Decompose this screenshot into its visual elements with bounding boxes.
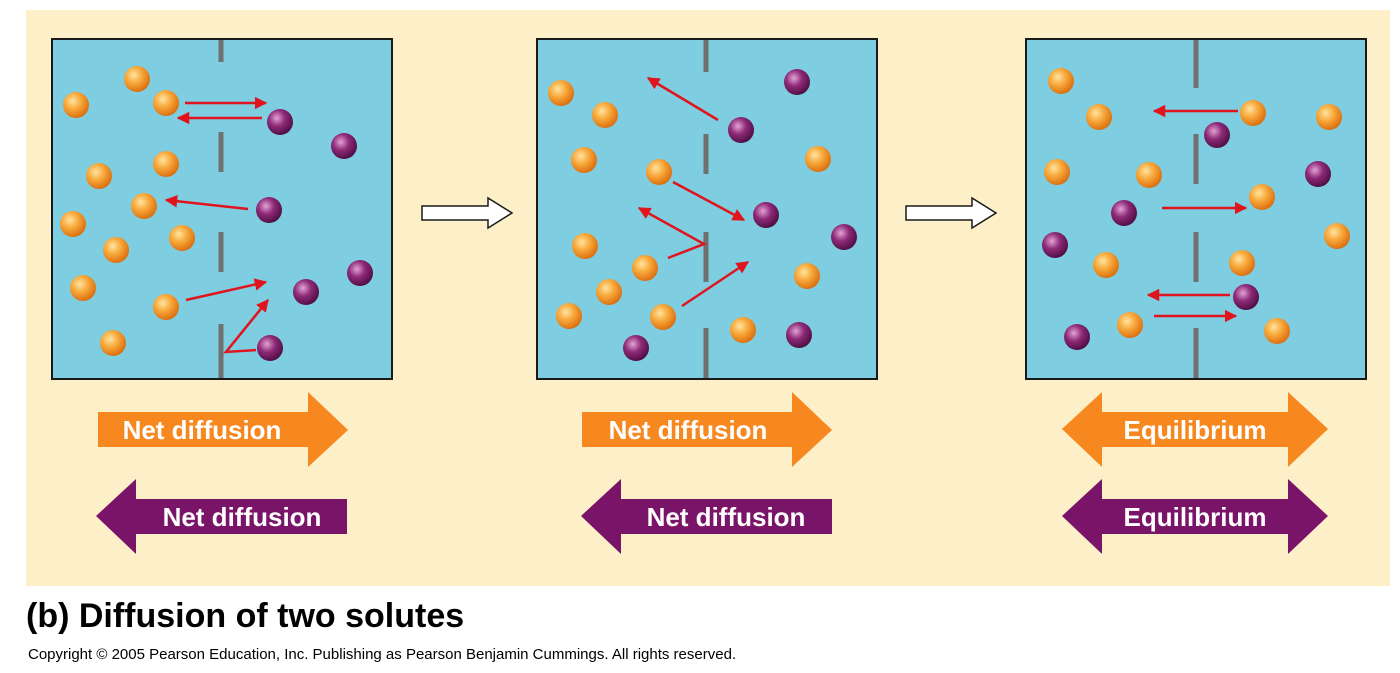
panel-3-purple-arrow: Equilibrium bbox=[1062, 479, 1328, 554]
panel-1-orange-solutes bbox=[60, 66, 195, 356]
step-arrow-1 bbox=[421, 196, 514, 230]
panel-2-purple-label: Net diffusion bbox=[647, 502, 806, 532]
panel-1-motion-arrows bbox=[164, 96, 269, 354]
panel-2-purple-arrow: Net diffusion bbox=[581, 479, 832, 554]
panel-1-purple-arrow: Net diffusion bbox=[96, 479, 347, 554]
panel-1-purple-solutes bbox=[256, 109, 373, 361]
panel-1-orange-arrow: Net diffusion bbox=[98, 392, 348, 467]
panel-2-orange-arrow: Net diffusion bbox=[582, 392, 832, 467]
panel-1-orange-label: Net diffusion bbox=[123, 415, 282, 445]
panel-2-motion-arrows bbox=[637, 76, 750, 308]
panel-3-purple-solutes bbox=[1042, 122, 1331, 350]
step-arrow-2 bbox=[905, 196, 998, 230]
panel-3-motion-arrows bbox=[1146, 104, 1248, 323]
panel-3 bbox=[1025, 38, 1367, 380]
panel-3-orange-label: Equilibrium bbox=[1124, 415, 1267, 445]
panel-2-chamber bbox=[536, 38, 878, 380]
panel-1-purple-label: Net diffusion bbox=[163, 502, 322, 532]
panel-2-orange-label: Net diffusion bbox=[609, 415, 768, 445]
panel-3-orange-solutes bbox=[1044, 68, 1350, 344]
panel-1-chamber bbox=[51, 38, 393, 380]
panel-3-orange-arrow: Equilibrium bbox=[1062, 392, 1328, 467]
copyright-notice: Copyright © 2005 Pearson Education, Inc.… bbox=[28, 646, 737, 663]
panel-1 bbox=[51, 38, 393, 380]
panel-2-orange-solutes bbox=[548, 80, 831, 343]
panel-2-purple-solutes bbox=[623, 69, 857, 361]
figure-caption: (b) Diffusion of two solutes bbox=[26, 597, 465, 635]
panel-2 bbox=[536, 38, 878, 380]
panel-3-purple-label: Equilibrium bbox=[1124, 502, 1267, 532]
